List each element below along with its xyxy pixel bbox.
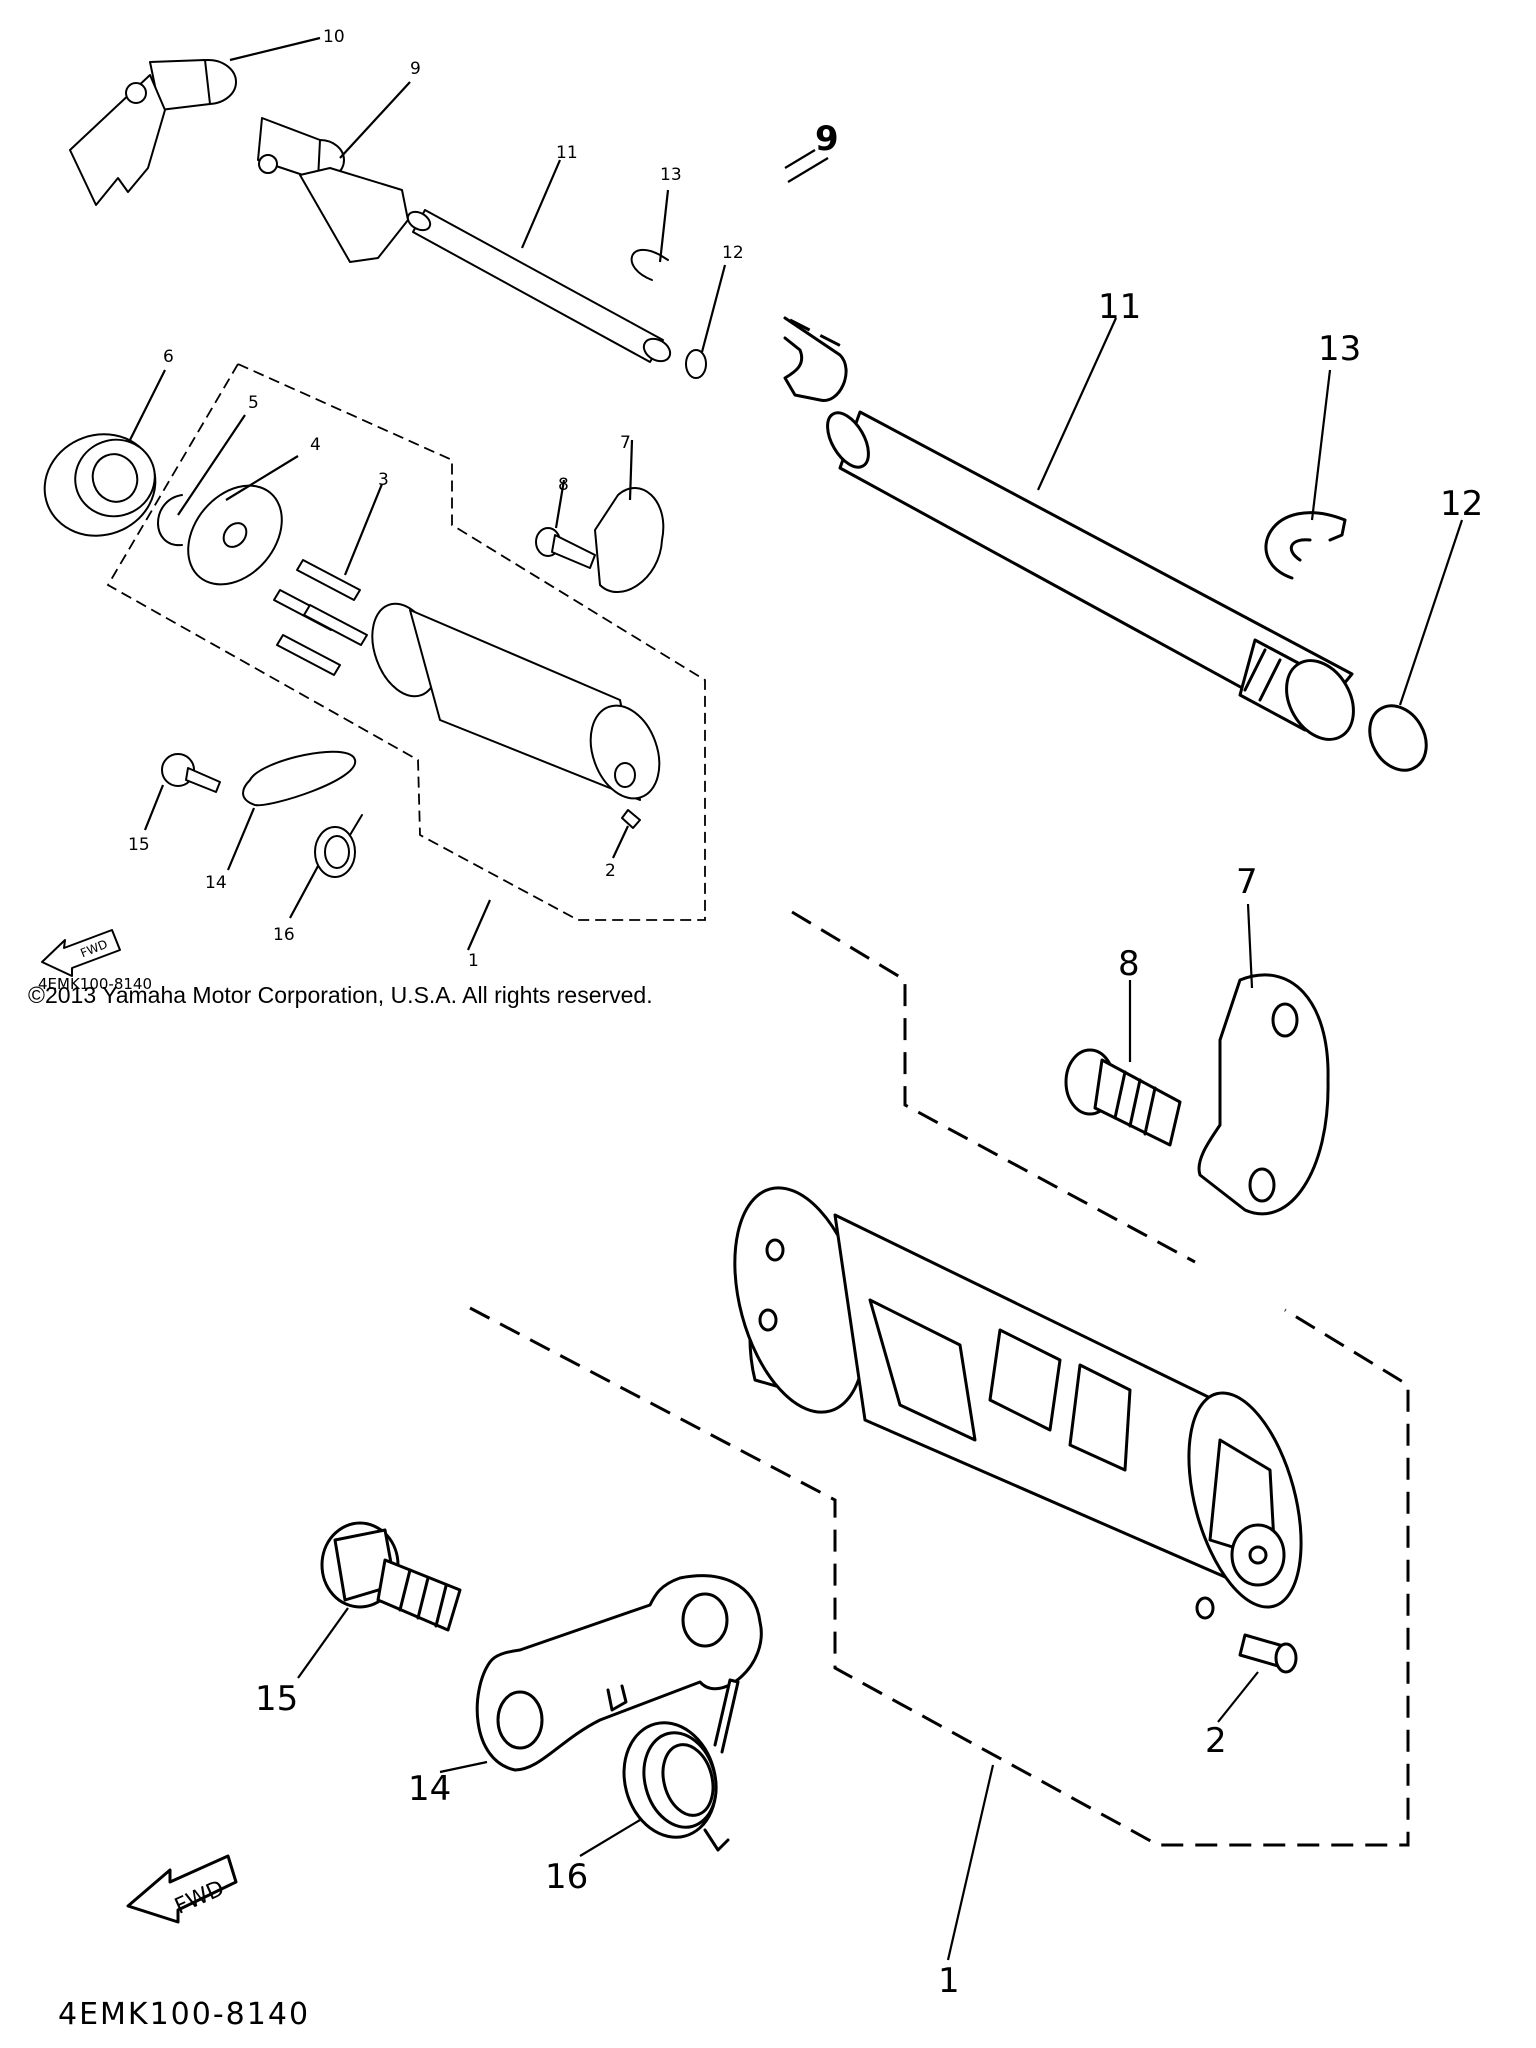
overview-callout-4: 4 xyxy=(310,435,321,455)
detail-stopper-lever-14 xyxy=(475,1574,763,1772)
overview-leader-lines xyxy=(129,36,816,951)
detail-pin-2 xyxy=(1195,1596,1298,1674)
detail-diagram xyxy=(126,157,1464,1961)
detail-callout-1: 1 xyxy=(938,1961,960,2001)
detail-shift-cam-1 xyxy=(733,1186,1303,1609)
overview-callout-6: 6 xyxy=(163,347,174,367)
overview-callout-5: 5 xyxy=(248,393,259,413)
detail-callout-16: 16 xyxy=(545,1857,588,1897)
overview-bearing-6 xyxy=(43,433,157,537)
overview-dowel-pins-3 xyxy=(273,559,368,676)
overview-stopper-lever-14 xyxy=(242,750,357,807)
overview-callout-15: 15 xyxy=(128,835,150,855)
overview-callout-8: 8 xyxy=(558,475,569,495)
detail-fwd-arrow xyxy=(126,1854,238,1924)
overview-callout-11: 11 xyxy=(556,143,578,163)
overview-bolt-8 xyxy=(535,527,596,569)
detail-bolt-15 xyxy=(320,1521,462,1632)
detail-callout-12: 12 xyxy=(1440,484,1483,524)
detail-upper-dashed-line xyxy=(789,318,1196,1264)
overview-callout-14: 14 xyxy=(205,873,227,893)
overview-o-ring-12 xyxy=(685,349,707,379)
overview-guide-bar-11 xyxy=(406,209,672,363)
overview-shift-fork-10 xyxy=(69,59,237,206)
detail-callout-11: 11 xyxy=(1098,287,1141,327)
detail-diagram-code: 4EMK100-8140 xyxy=(58,1997,310,2032)
detail-callout-8: 8 xyxy=(1118,944,1140,984)
overview-diagram-code-text: 4EMK100-8140 xyxy=(38,975,152,993)
overview-spring-16 xyxy=(314,814,363,878)
overview-callout-16: 16 xyxy=(273,925,295,945)
detail-shift-fork-9-stub xyxy=(783,316,848,402)
copyright-notice: ©2013 Yamaha Motor Corporation, U.S.A. A… xyxy=(28,982,653,1008)
overview-callout-10: 10 xyxy=(323,27,345,47)
callout-labels: 10 9 11 13 12 6 5 4 3 8 7 15 14 16 1 2 F… xyxy=(38,27,1483,2032)
detail-guide-bar-11 xyxy=(826,410,1355,741)
detail-circlip-13 xyxy=(1264,511,1347,580)
overview-fwd-arrow xyxy=(41,929,121,977)
overview-callout-9: 9 xyxy=(410,59,421,79)
detail-callout-14: 14 xyxy=(408,1769,451,1809)
detail-callout-7: 7 xyxy=(1236,862,1258,902)
detail-leader-lines xyxy=(297,157,1464,1961)
detail-retainer-plate-7 xyxy=(1197,973,1330,1216)
detail-callout-15: 15 xyxy=(255,1679,298,1719)
detail-callout-13: 13 xyxy=(1318,329,1361,369)
detail-o-ring-12 xyxy=(1368,704,1428,772)
detail-callout-9: 9 xyxy=(815,119,839,159)
overview-callout-13: 13 xyxy=(660,165,682,185)
overview-retainer-plate-7 xyxy=(594,487,665,593)
overview-shift-cam-1 xyxy=(371,602,661,801)
overview-circlip-5 xyxy=(157,494,183,547)
overview-pin-2 xyxy=(621,809,641,829)
detail-bolt-8 xyxy=(1064,1048,1182,1147)
overview-callout-1: 1 xyxy=(468,951,479,971)
overview-washer-4 xyxy=(187,484,283,586)
overview-callout-3: 3 xyxy=(378,470,389,490)
overview-diagram xyxy=(41,36,816,977)
overview-assembly-outline xyxy=(106,362,706,921)
overview-shift-fork-9 xyxy=(257,117,409,263)
overview-bolt-15 xyxy=(161,753,221,793)
detail-torsion-spring-16 xyxy=(622,1678,740,1852)
overview-circlip-13 xyxy=(630,248,669,281)
overview-callout-7: 7 xyxy=(620,433,631,453)
overview-callout-12: 12 xyxy=(722,243,744,263)
overview-callout-2: 2 xyxy=(605,861,616,881)
detail-callout-2: 2 xyxy=(1205,1721,1227,1761)
detail-assembly-outline xyxy=(469,1306,1410,1847)
